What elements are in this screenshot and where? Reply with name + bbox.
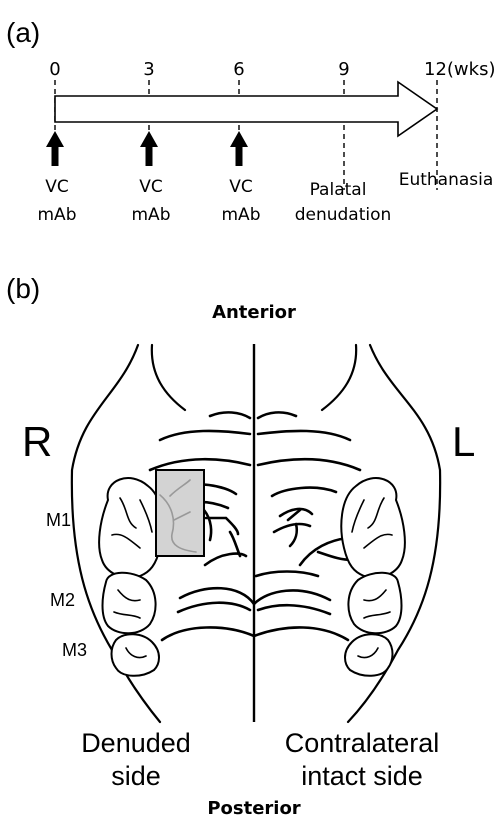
molar-label-m2: M2 — [50, 590, 75, 610]
molars-left — [341, 478, 405, 676]
event-label-3-line2: mAb — [132, 205, 171, 225]
arrow-up-icon — [140, 131, 158, 166]
anterior-label: Anterior — [212, 302, 296, 323]
molar-label-m1: M1 — [46, 510, 71, 530]
left-label: L — [452, 418, 475, 465]
panel-a: (a) 0 3 6 9 12(wks) VC mAb VC mAb — [6, 17, 495, 225]
denuded-side-line2: side — [111, 761, 161, 791]
intact-side-line2: intact side — [301, 761, 423, 791]
tick-label-3: 3 — [143, 59, 154, 80]
tick-label-6: 6 — [233, 59, 244, 80]
arrow-up-icon — [46, 131, 64, 166]
event-label-6-line2: mAb — [222, 205, 261, 225]
posterior-label: Posterior — [207, 798, 300, 819]
panel-b-label: (b) — [6, 273, 40, 304]
panel-a-label: (a) — [6, 17, 40, 48]
event-label-0-line1: VC — [45, 177, 69, 197]
event-label-12-line1: Euthanasia — [399, 170, 494, 190]
tick-label-0: 0 — [49, 59, 60, 80]
event-label-9-line1: Palatal — [310, 180, 367, 200]
denuded-side-line1: Denuded — [81, 728, 191, 758]
arrow-up-icon — [230, 131, 248, 166]
panel-b: (b) Anterior — [6, 273, 475, 819]
right-label: R — [22, 418, 52, 465]
tick-label-9: 9 — [338, 59, 349, 80]
molar-label-m3: M3 — [62, 640, 87, 660]
intact-side-line1: Contralateral — [285, 728, 440, 758]
event-label-6-line1: VC — [229, 177, 253, 197]
event-label-0-line2: mAb — [38, 205, 77, 225]
event-label-9-line2: denudation — [295, 205, 392, 225]
denuded-area — [156, 470, 204, 556]
tick-label-12: 12(wks) — [424, 59, 495, 80]
timeline-arrow — [55, 82, 437, 136]
event-label-3-line1: VC — [139, 177, 163, 197]
